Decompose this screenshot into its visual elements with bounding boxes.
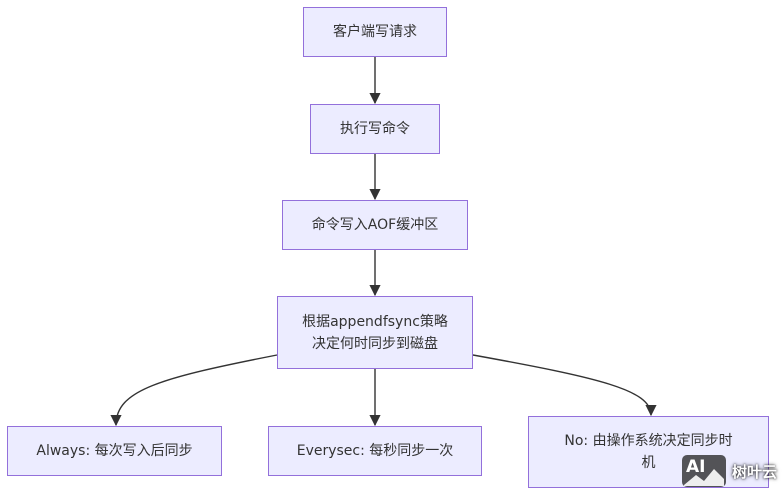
node-label: Always: 每次写入后同步: [36, 443, 193, 459]
node-execute-write-command: 执行写命令: [310, 104, 440, 154]
node-label: 执行写命令: [340, 121, 410, 137]
edge-decide-to-always: [110, 354, 278, 427]
node-always: Always: 每次写入后同步: [7, 426, 222, 476]
node-everysec: Everysec: 每秒同步一次: [268, 426, 482, 476]
edge-decide-to-no: [472, 354, 657, 417]
node-label: No: 由操作系统决定同步时 机: [564, 433, 733, 471]
watermark-name: 树叶云: [732, 462, 778, 481]
watermark-logo-text: AI: [686, 457, 706, 477]
watermark-logo-icon: AI: [682, 455, 726, 487]
node-client-write-request: 客户端写请求: [303, 7, 447, 57]
watermark: AI 树叶云: [682, 455, 777, 487]
node-write-aof-buffer: 命令写入AOF缓冲区: [282, 200, 468, 250]
node-decide-sync-policy: 根据appendfsync策略 决定何时同步到磁盘: [277, 296, 473, 369]
node-label: 根据appendfsync策略 决定何时同步到磁盘: [302, 313, 448, 352]
node-no: No: 由操作系统决定同步时 机: [528, 416, 769, 488]
node-label: 客户端写请求: [333, 24, 417, 40]
node-label: 命令写入AOF缓冲区: [311, 217, 439, 233]
node-label: Everysec: 每秒同步一次: [296, 443, 454, 459]
